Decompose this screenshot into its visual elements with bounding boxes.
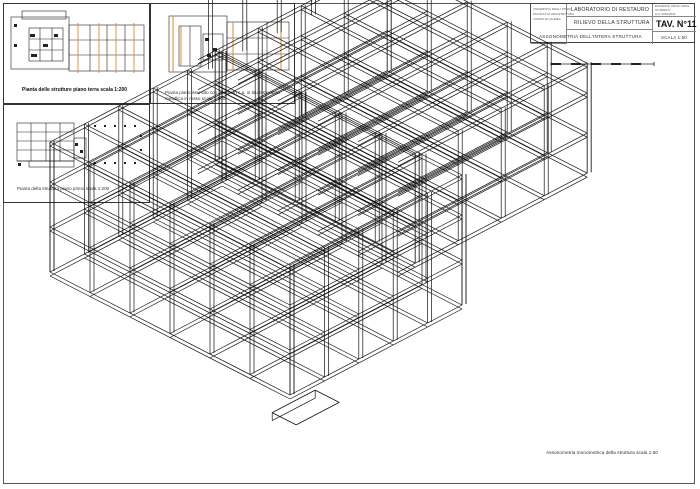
- plan-caption-ground-floor: Pianta delle strutture piano terra scala…: [22, 87, 128, 93]
- subject-title: RILIEVO DELLA STRUTTURA: [574, 20, 650, 26]
- sheet-number: TAV. N°11: [656, 19, 697, 29]
- title-block-sheet-number: TAV. N°11: [653, 17, 696, 32]
- small-text: DOCENTE: PROF. ARCH.: [655, 4, 691, 8]
- small-text: CORSO DI LAUREA: [533, 17, 561, 21]
- main-drawing-caption: Assonometria monometrica della struttura…: [546, 451, 658, 456]
- small-text: FACOLTÀ DI ARCHITETTURA: [533, 12, 575, 16]
- small-text: STUDENTI:: [655, 8, 671, 12]
- title-block: UNIVERSITÀ DEGLI STUDI FACOLTÀ DI ARCHIT…: [530, 3, 696, 44]
- course-title: LABORATORIO DI RESTAURO: [571, 7, 650, 13]
- plan-drawing-first-floor: [16, 122, 142, 168]
- title-block-info-right: DOCENTE: PROF. ARCH. STUDENTI: A.A. 2010…: [653, 4, 696, 17]
- plan-drawing-ground-floor: [10, 10, 145, 73]
- drawing-title: ASSONOMETRIA DELL'INTERA STRUTTURA: [539, 34, 642, 39]
- title-block-drawing-cell: ASSONOMETRIA DELL'INTERA STRUTTURA: [531, 30, 653, 44]
- small-text: A.A. 2010/2011: [655, 12, 676, 16]
- plan-panel-basement: Pianta piano interrato con pilastri in c…: [150, 3, 295, 104]
- title-block-scale: SCALA 1:50: [653, 32, 696, 44]
- title-block-subject-cell: RILIEVO DELLA STRUTTURA: [567, 17, 653, 30]
- plan-panel-ground-floor: Pianta delle strutture piano terra scala…: [3, 3, 150, 104]
- small-text: UNIVERSITÀ DEGLI STUDI: [533, 7, 571, 11]
- scale-label: SCALA 1:50: [661, 35, 687, 40]
- title-block-course-cell: LABORATORIO DI RESTAURO: [567, 4, 653, 17]
- sheet-border: [3, 3, 695, 484]
